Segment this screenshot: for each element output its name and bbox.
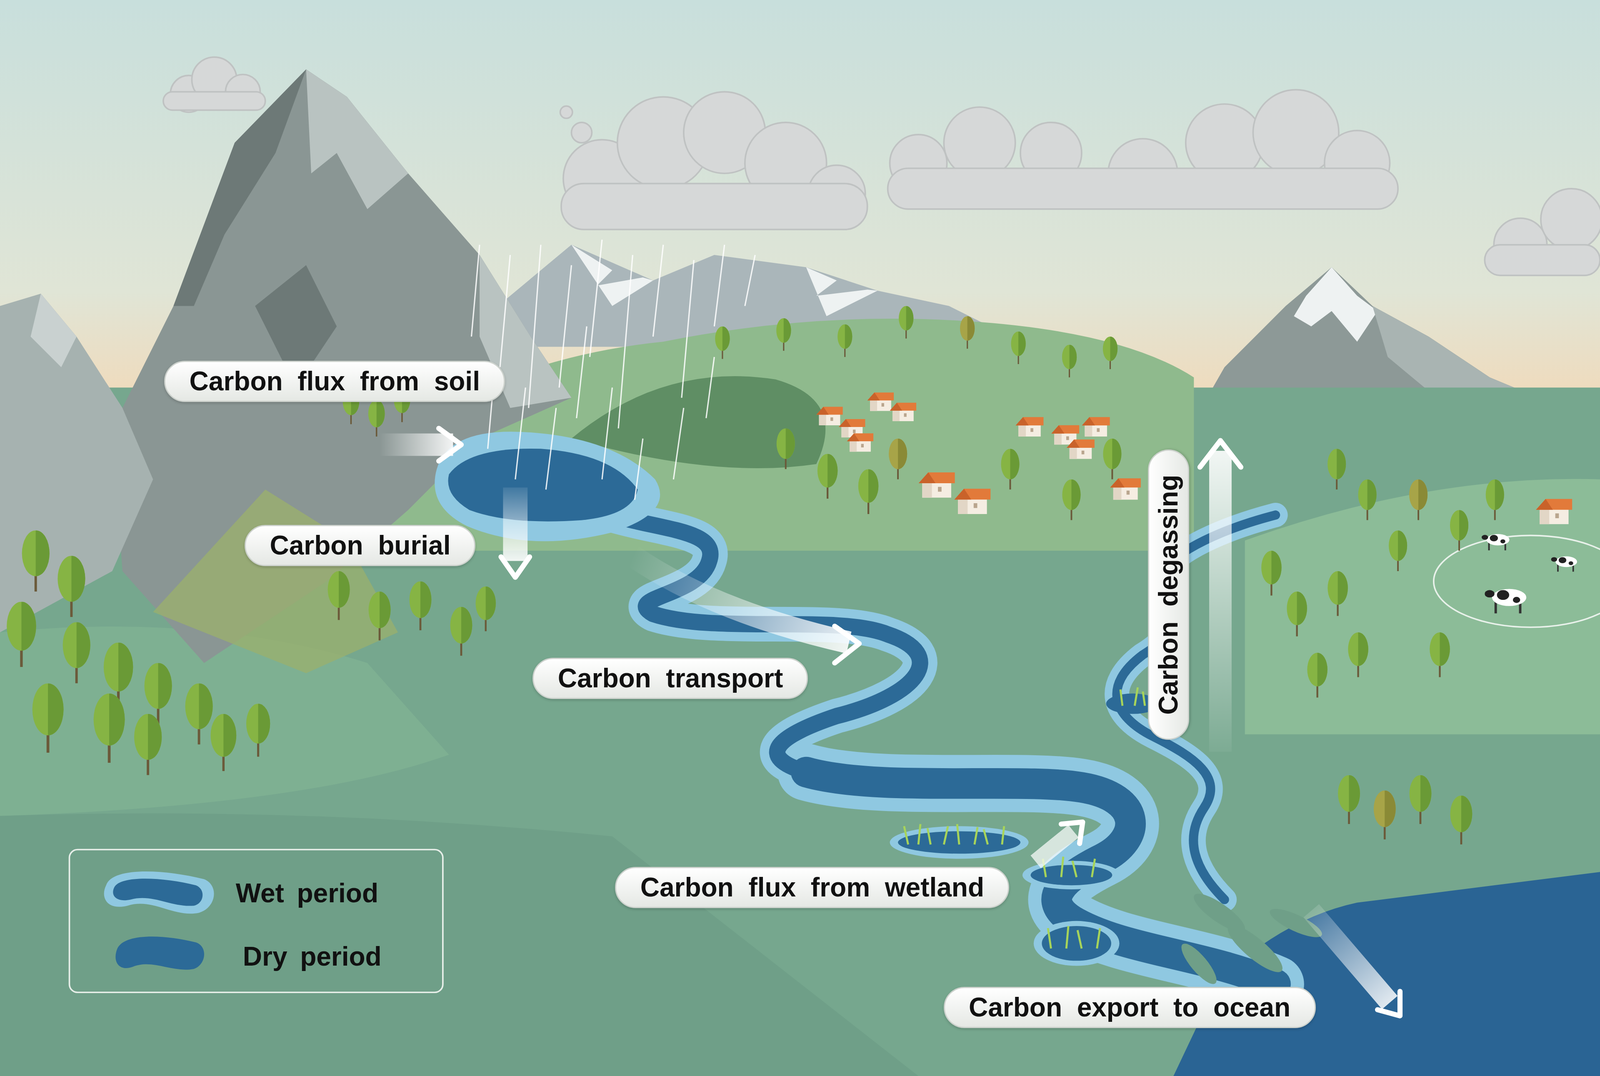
callout-pill: Carbon transport — [532, 657, 808, 700]
callout-pill: Carbon flux from soil — [164, 360, 505, 403]
callout-label: Carbon flux from soil — [187, 365, 482, 398]
arrow-shaft — [379, 433, 453, 457]
rain — [471, 239, 755, 500]
houses — [816, 392, 1573, 525]
arrow-shaft — [1035, 831, 1074, 862]
callout-label: Carbon degassing — [1152, 473, 1185, 717]
callout-pill: Carbon flux from wetland — [615, 867, 1010, 909]
arrow-shaft — [632, 555, 849, 643]
legend-swatch-group — [115, 936, 205, 970]
legend-swatch-inner — [112, 878, 203, 906]
callout-pill: Carbon export to ocean — [943, 987, 1316, 1029]
arrow-head — [1200, 440, 1241, 468]
callout-label: Carbon transport — [556, 662, 785, 695]
callout-label: Carbon export to ocean — [967, 991, 1293, 1024]
callout-label: Carbon flux from wetland — [638, 871, 986, 904]
legend-swatch-group — [104, 871, 215, 914]
wetland — [890, 687, 1160, 966]
legend-label: Dry period — [242, 940, 382, 973]
callout-pill: Carbon burial — [244, 525, 476, 567]
river — [612, 515, 1276, 985]
arrow-shaft — [1311, 910, 1390, 1003]
arrow-head — [1377, 991, 1400, 1017]
lake — [434, 431, 660, 542]
snow — [571, 245, 878, 317]
scrub-slope — [152, 489, 398, 674]
legend-box — [69, 849, 443, 993]
left-mountain — [112, 69, 572, 663]
legend-swatch — [115, 936, 205, 970]
snow — [1293, 267, 1378, 342]
legend-label: Wet period — [235, 877, 379, 910]
arrow-shaft — [502, 487, 528, 561]
cloud — [163, 57, 266, 113]
cows — [1481, 534, 1578, 614]
rain-cloud — [560, 91, 868, 230]
delta-islands — [1176, 887, 1325, 989]
cloud — [887, 89, 1398, 209]
foreground — [0, 813, 919, 1076]
callout-label: Carbon burial — [268, 529, 452, 562]
trees — [6, 306, 1505, 845]
flux-arrows — [379, 428, 1400, 1016]
arrow-head — [438, 428, 462, 461]
left-peak — [0, 293, 153, 633]
arrow-head — [834, 626, 860, 663]
arrow-shaft — [1209, 450, 1232, 752]
pasture — [1245, 479, 1600, 735]
mountain-face — [30, 293, 77, 368]
cloud — [1484, 188, 1600, 276]
mountain-face — [306, 69, 572, 408]
mountain-shadow — [173, 69, 337, 388]
legend-swatch — [104, 871, 215, 914]
arrow-head — [500, 557, 530, 578]
arrow-head — [1061, 822, 1083, 844]
callout-pill: Carbon degassing — [1147, 449, 1190, 740]
